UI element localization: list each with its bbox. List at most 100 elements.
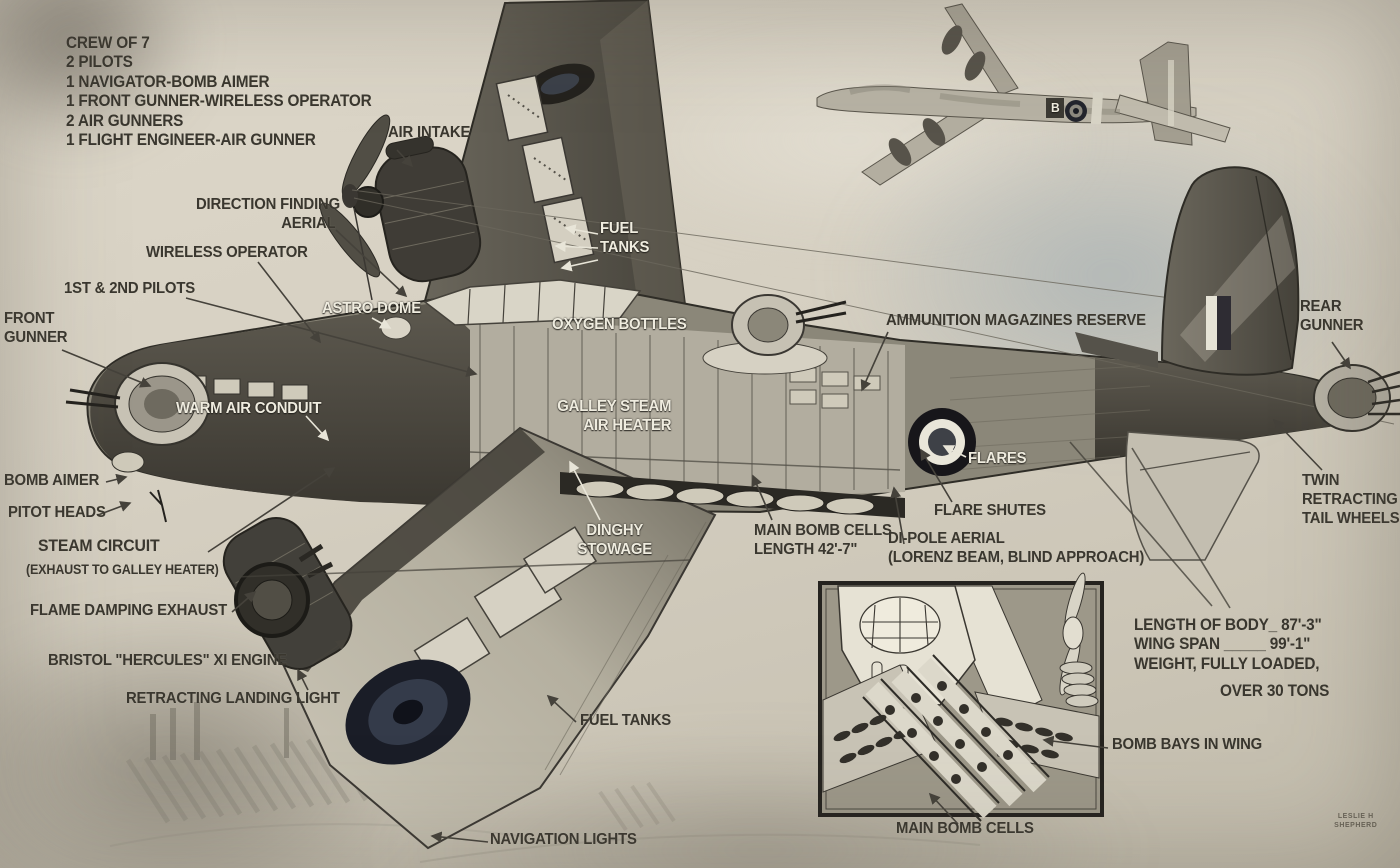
near-wing [280,426,717,850]
navigation-lights-label-line: NAVIGATION LIGHTS [490,831,637,848]
flying-aircraft-view [816,3,1231,186]
bristol-hercules-engine-label-line: BRISTOL "HERCULES" XI ENGINE [48,652,288,669]
dimensions-label: LENGTH OF BODY_ 87'-3"WING SPAN _____ 99… [1134,616,1322,674]
navigation-lights-label: NAVIGATION LIGHTS [490,831,637,850]
crew-roster-label-line: 1 FRONT GUNNER-WIRELESS OPERATOR [66,92,372,111]
twin-retracting-tail-wheels-label-line: TAIL WHEELS [1302,509,1400,527]
dinghy-stowage-label-line: STOWAGE [577,540,653,558]
front-gunner-label-line: FRONT [4,310,55,327]
crew-roster-label-line: CREW OF 7 [66,34,150,52]
warm-air-conduit-label-line: WARM AIR CONDUIT [176,400,322,417]
rear-gunner-label-line: REAR [1300,298,1342,315]
aircraft-code-letter-label: B [1051,100,1060,115]
di-pole-aerial-label: DI-POLE AERIAL(LORENZ BEAM, BLIND APPROA… [888,530,1144,568]
di-pole-aerial-label-line: (LORENZ BEAM, BLIND APPROACH) [888,548,1145,566]
factory-sketch [109,702,981,863]
galley-steam-air-heater-label-line: GALLEY STEAM [557,398,672,415]
crew-roster-label-line: 2 AIR GUNNERS [66,111,184,130]
dimensions-label-line: WING SPAN _____ 99'-1" [1134,635,1311,654]
bomb-bays-in-wing-label-line: BOMB BAYS IN WING [1112,736,1263,753]
flame-damping-exhaust-label: FLAME DAMPING EXHAUST [30,602,227,621]
astro-dome-label: ASTRO DOME [322,300,421,319]
bomb-bay-inset [818,572,1104,822]
crew-roster-label-line: 1 FLIGHT ENGINEER-AIR GUNNER [66,131,316,150]
fuel-tanks-lower-label: FUEL TANKS [580,712,671,731]
flame-damping-exhaust-label-line: FLAME DAMPING EXHAUST [30,602,227,619]
galley-steam-air-heater-label-line: AIR HEATER [583,416,672,434]
oxygen-bottles-label: OXYGEN BOTTLES [552,316,687,335]
main-bomb-cells-label: MAIN BOMB CELLS [896,820,1034,839]
dimensions-label-line: WEIGHT, FULLY LOADED, [1134,654,1320,673]
di-pole-aerial-label-line: DI-POLE AERIAL [888,530,1005,547]
direction-finding-aerial-label-line: DIRECTION FINDING [196,196,340,213]
oxygen-bottles-label-line: OXYGEN BOTTLES [552,316,687,333]
retracting-landing-light-label: RETRACTING LANDING LIGHT [126,690,340,709]
pitot-heads-label: PITOT HEADS [8,504,106,523]
retracting-landing-light-label-line: RETRACTING LANDING LIGHT [126,690,340,707]
far-wing [413,0,687,349]
flare-shutes-label-line: FLARE SHUTES [934,502,1046,519]
air-intake-label-line: AIR INTAKE [388,124,471,141]
fuselage-roundel [908,408,976,476]
warm-air-conduit-label: WARM AIR CONDUIT [176,400,321,419]
fuel-tanks-lower-label-line: FUEL TANKS [580,712,672,729]
ammunition-magazines-reserve-label-line: AMMUNITION MAGAZINES RESERVE [886,312,1146,329]
aircraft-code-letter-label-line: B [1051,100,1060,115]
pitot-heads-label-line: PITOT HEADS [8,504,106,521]
ammunition-magazines-reserve-label: AMMUNITION MAGAZINES RESERVE [886,312,1146,331]
dimensions-label-line: LENGTH OF BODY_ 87'-3" [1134,616,1322,634]
steam-circuit-label-line: STEAM CIRCUIT [38,536,160,555]
steam-circuit-label: STEAM CIRCUIT [38,536,160,556]
crew-roster-label-line: 1 NAVIGATOR-BOMB AIMER [66,72,270,91]
twin-retracting-tail-wheels-label-line: RETRACTING [1302,490,1398,508]
fuselage [65,184,1350,523]
main-bomb-cells-label-line: MAIN BOMB CELLS [896,820,1034,837]
bomb-aimer-label: BOMB AIMER [4,472,99,491]
starboard-engine [222,517,353,670]
wireless-operator-label: WIRELESS OPERATOR [146,244,308,263]
main-bomb-cells-length-label-line: LENGTH 42'-7" [754,540,858,558]
bomb-cells [560,472,905,518]
direction-finding-aerial-label-line: AERIAL [281,214,336,232]
twin-retracting-tail-wheels-label-line: TWIN [1302,472,1340,489]
first-second-pilots-label: 1ST & 2ND PILOTS [64,280,195,299]
fuel-tanks-upper-label-line: TANKS [600,238,650,256]
astro-dome-label-line: ASTRO DOME [322,300,422,317]
bomb-aimer-label-line: BOMB AIMER [4,472,100,489]
front-gunner-label-line: GUNNER [4,328,68,346]
aerial-wires [351,189,1395,425]
tail [1075,166,1400,561]
bomb-bays-in-wing-label: BOMB BAYS IN WING [1112,736,1262,755]
dinghy-stowage-label-line: DINGHY [586,522,644,539]
bristol-hercules-engine-label: BRISTOL "HERCULES" XI ENGINE [48,652,287,671]
artist-signature-label-line: LESLIE H [1337,811,1374,820]
artist-signature-label-line: SHEPHERD [1334,819,1378,829]
flares-label-line: FLARES [968,450,1027,467]
steam-circuit-note-label: (EXHAUST TO GALLEY HEATER) [26,562,219,578]
main-bomb-cells-length-label-line: MAIN BOMB CELLS [754,522,892,539]
flare-shutes-label: FLARE SHUTES [934,502,1046,521]
fuel-tanks-upper-label-line: FUEL [600,220,639,237]
steam-circuit-note-label-line: (EXHAUST TO GALLEY HEATER) [26,562,219,577]
wireless-operator-label-line: WIRELESS OPERATOR [146,244,308,261]
weight-continued-label-line: OVER 30 TONS [1220,682,1330,700]
weight-continued-label: OVER 30 TONS [1220,682,1329,701]
flares-label: FLARES [968,450,1027,469]
air-intake-label: AIR INTAKE [388,124,470,143]
crew-roster-label-line: 2 PILOTS [66,53,133,72]
dorsal-turret [702,294,847,375]
leader-lines [61,149,1351,843]
rear-gunner-label-line: GUNNER [1300,316,1364,334]
